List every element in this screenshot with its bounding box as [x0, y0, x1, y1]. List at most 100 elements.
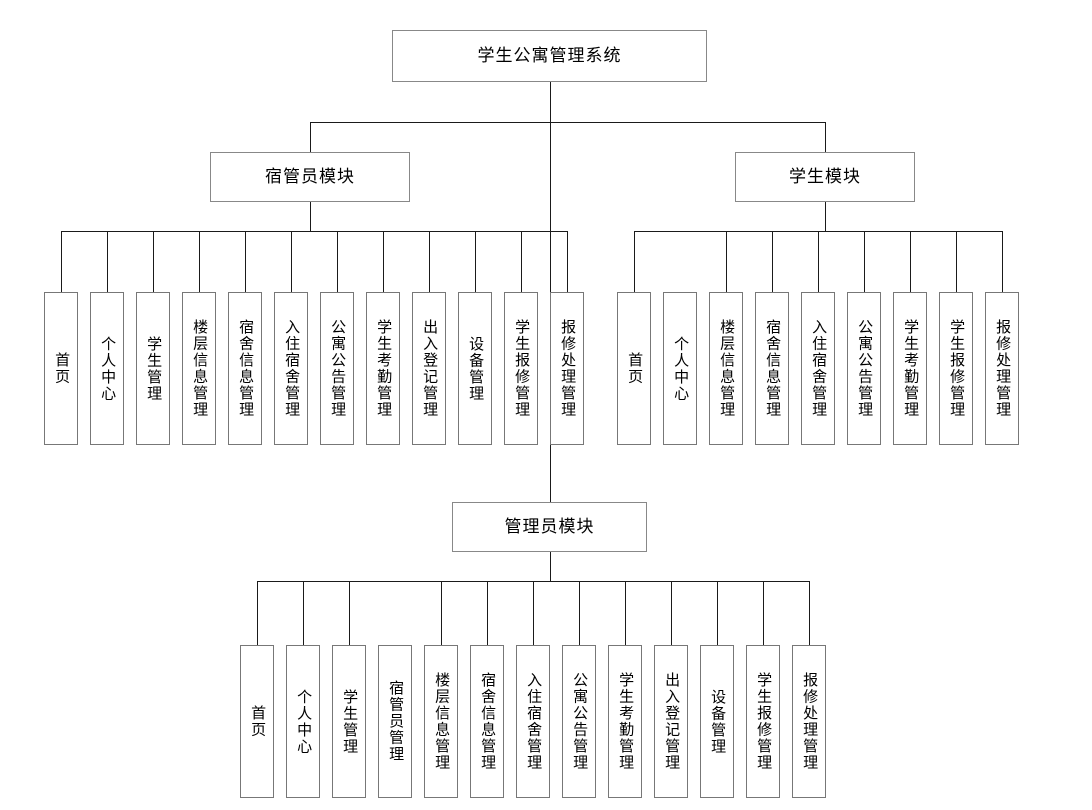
module-node-admin[interactable]: 管理员模块 [452, 502, 647, 552]
leaf-node-label: 学生报修管理 [755, 672, 773, 771]
root-node-system[interactable]: 学生公寓管理系统 [392, 30, 707, 82]
leaf-node[interactable]: 学生管理 [332, 645, 366, 798]
leaf-node-label: 楼层信息管理 [191, 319, 209, 418]
connector-drop-dorm-manager-9 [475, 231, 476, 292]
leaf-node[interactable]: 学生报修管理 [746, 645, 780, 798]
connector-drop-dorm-manager-8 [429, 231, 430, 292]
leaf-node[interactable]: 入住宿舍管理 [516, 645, 550, 798]
connector-to-student [825, 122, 826, 152]
leaf-node[interactable]: 首页 [44, 292, 78, 445]
leaf-node-label: 宿管员管理 [387, 680, 405, 763]
leaf-node-label: 报修处理管理 [801, 672, 819, 771]
leaf-node-label: 公寓公告管理 [856, 319, 874, 418]
module-node-dorm-manager[interactable]: 宿管员模块 [210, 152, 410, 202]
leaf-node-label: 宿舍信息管理 [764, 319, 782, 418]
connector-drop-dorm-manager-6 [337, 231, 338, 292]
connector-drop-admin-5 [487, 581, 488, 645]
connector-drop-dorm-manager-5 [291, 231, 292, 292]
root-node-label: 学生公寓管理系统 [477, 45, 622, 65]
leaf-node[interactable]: 学生考勤管理 [366, 292, 400, 445]
connector-bar-dorm-manager [61, 231, 567, 232]
leaf-node[interactable]: 宿舍信息管理 [228, 292, 262, 445]
leaf-node[interactable]: 宿舍信息管理 [755, 292, 789, 445]
leaf-node[interactable]: 学生报修管理 [939, 292, 973, 445]
leaf-node[interactable]: 学生管理 [136, 292, 170, 445]
leaf-node[interactable]: 学生考勤管理 [893, 292, 927, 445]
connector-drop-admin-10 [717, 581, 718, 645]
leaf-node-label: 设备管理 [467, 335, 485, 402]
leaf-node-label: 学生管理 [341, 688, 359, 755]
leaf-node-label: 学生报修管理 [948, 319, 966, 418]
leaf-node-label: 入住宿舍管理 [283, 319, 301, 418]
module-node-student[interactable]: 学生模块 [735, 152, 915, 202]
leaf-node-label: 学生考勤管理 [617, 672, 635, 771]
leaf-node[interactable]: 设备管理 [700, 645, 734, 798]
leaf-node[interactable]: 楼层信息管理 [709, 292, 743, 445]
leaf-node-label: 楼层信息管理 [433, 672, 451, 771]
connector-drop-admin-1 [303, 581, 304, 645]
leaf-node-label: 个人中心 [672, 335, 690, 402]
leaf-node[interactable]: 宿管员管理 [378, 645, 412, 798]
connector-drop-student-3 [772, 231, 773, 292]
leaf-node-label: 个人中心 [99, 335, 117, 402]
connector-parent-dorm-manager [310, 202, 311, 231]
leaf-node-label: 首页 [53, 352, 71, 385]
connector-drop-dorm-manager-2 [153, 231, 154, 292]
leaf-node[interactable]: 楼层信息管理 [424, 645, 458, 798]
connector-drop-admin-2 [349, 581, 350, 645]
leaf-node[interactable]: 出入登记管理 [412, 292, 446, 445]
leaf-node-label: 公寓公告管理 [329, 319, 347, 418]
leaf-node-label: 入住宿舍管理 [810, 319, 828, 418]
leaf-node[interactable]: 公寓公告管理 [847, 292, 881, 445]
leaf-node[interactable]: 学生考勤管理 [608, 645, 642, 798]
leaf-node[interactable]: 设备管理 [458, 292, 492, 445]
connector-drop-student-5 [864, 231, 865, 292]
connector-drop-admin-11 [763, 581, 764, 645]
leaf-node[interactable]: 首页 [617, 292, 651, 445]
connector-drop-dorm-manager-0 [61, 231, 62, 292]
connector-drop-admin-4 [441, 581, 442, 645]
leaf-node[interactable]: 个人中心 [663, 292, 697, 445]
leaf-node-label: 出入登记管理 [663, 672, 681, 771]
leaf-node-label: 楼层信息管理 [718, 319, 736, 418]
leaf-node[interactable]: 公寓公告管理 [562, 645, 596, 798]
leaf-node[interactable]: 公寓公告管理 [320, 292, 354, 445]
leaf-node[interactable]: 宿舍信息管理 [470, 645, 504, 798]
leaf-node-label: 公寓公告管理 [571, 672, 589, 771]
connector-drop-admin-12 [809, 581, 810, 645]
leaf-node[interactable]: 楼层信息管理 [182, 292, 216, 445]
connector-drop-dorm-manager-1 [107, 231, 108, 292]
leaf-node-label: 入住宿舍管理 [525, 672, 543, 771]
leaf-node-label: 学生考勤管理 [902, 319, 920, 418]
connector-drop-admin-7 [579, 581, 580, 645]
connector-drop-dorm-manager-3 [199, 231, 200, 292]
leaf-node[interactable]: 学生报修管理 [504, 292, 538, 445]
leaf-node[interactable]: 报修处理管理 [985, 292, 1019, 445]
leaf-node-label: 学生报修管理 [513, 319, 531, 418]
leaf-node[interactable]: 入住宿舍管理 [274, 292, 308, 445]
leaf-node[interactable]: 个人中心 [286, 645, 320, 798]
leaf-node-label: 报修处理管理 [559, 319, 577, 418]
leaf-node-label: 出入登记管理 [421, 319, 439, 418]
connector-drop-student-4 [818, 231, 819, 292]
connector-drop-student-7 [956, 231, 957, 292]
connector-level1-bar [310, 122, 825, 123]
connector-drop-dorm-manager-7 [383, 231, 384, 292]
leaf-node-label: 设备管理 [709, 688, 727, 755]
leaf-node-label: 学生管理 [145, 335, 163, 402]
connector-drop-student-6 [910, 231, 911, 292]
connector-drop-dorm-manager-10 [521, 231, 522, 292]
leaf-node-label: 报修处理管理 [994, 319, 1012, 418]
connector-drop-dorm-manager-4 [245, 231, 246, 292]
leaf-node[interactable]: 报修处理管理 [792, 645, 826, 798]
connector-parent-student [825, 202, 826, 231]
connector-parent-admin [549, 552, 551, 581]
leaf-node[interactable]: 报修处理管理 [550, 292, 584, 445]
leaf-node[interactable]: 入住宿舍管理 [801, 292, 835, 445]
module-node-label: 学生模块 [789, 166, 861, 186]
connector-drop-admin-6 [533, 581, 534, 645]
leaf-node-label: 宿舍信息管理 [479, 672, 497, 771]
leaf-node[interactable]: 首页 [240, 645, 274, 798]
leaf-node[interactable]: 个人中心 [90, 292, 124, 445]
leaf-node[interactable]: 出入登记管理 [654, 645, 688, 798]
